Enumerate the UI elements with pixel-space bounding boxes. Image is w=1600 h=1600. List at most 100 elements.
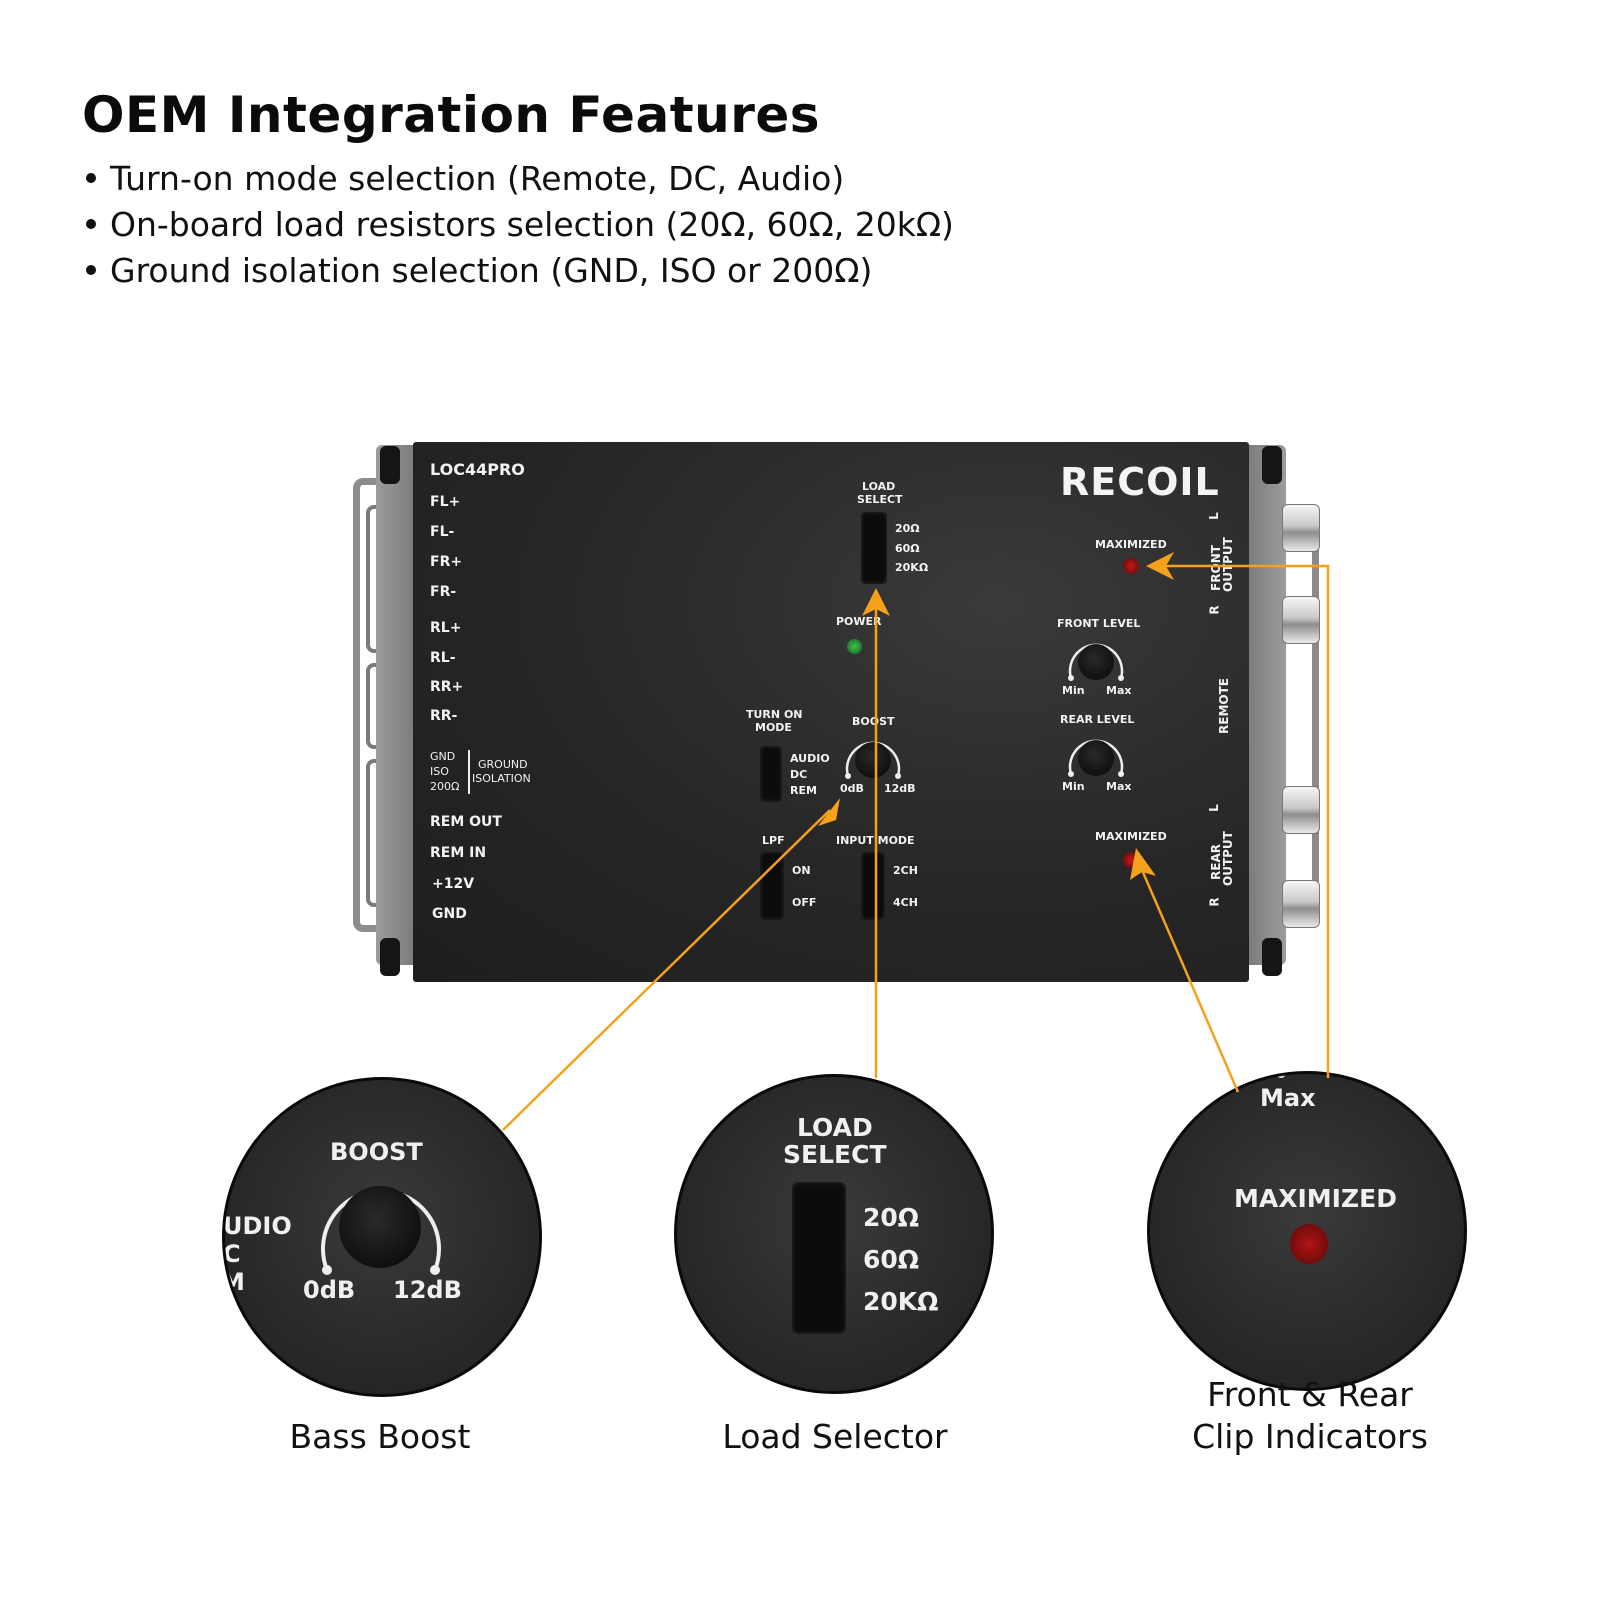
rear-clip-label: MAXIMIZED <box>1095 830 1167 843</box>
rear-level-knob[interactable] <box>1078 740 1114 776</box>
lpf-option: ON <box>792 864 811 877</box>
arrow-head-icon <box>1146 552 1174 580</box>
load-option: 20Ω <box>895 522 920 535</box>
arrow-head-icon <box>818 798 840 826</box>
terminal-label: RL- <box>430 650 456 666</box>
rear-level-max: Max <box>1106 780 1132 793</box>
rear-level-min: Min <box>1062 780 1085 793</box>
terminal-label: RL+ <box>430 620 462 636</box>
callout-maximized-label: MAXIMIZED <box>1234 1184 1397 1213</box>
turn-on-option: AUDIO <box>790 752 830 765</box>
arrow-head-icon <box>862 588 890 616</box>
ground-option: ISO <box>430 765 449 778</box>
bass-boost-callout: BOOST UDIO C M 0dB 12dB <box>222 1077 542 1397</box>
callout-load-option: 20Ω <box>863 1203 920 1232</box>
callout-max-label: Max <box>1260 1084 1316 1112</box>
callout-load-option: 60Ω <box>863 1245 920 1274</box>
power-terminal-label: REM IN <box>430 845 487 861</box>
power-terminal-label: REM OUT <box>430 814 502 830</box>
load-select-switch[interactable] <box>861 512 887 584</box>
connector-boost <box>502 809 831 1131</box>
callout-load-title: LOAD <box>797 1113 873 1142</box>
partial-label: M <box>222 1268 245 1296</box>
front-panel <box>413 442 1249 982</box>
rca-jack-rear-l[interactable] <box>1282 786 1320 834</box>
terminal-label: FL+ <box>430 494 461 510</box>
left-endcap <box>376 445 416 965</box>
partial-label: UDIO <box>223 1212 292 1240</box>
bullet-icon <box>86 172 96 183</box>
partial-label: C <box>223 1240 241 1268</box>
screw-icon <box>380 938 400 976</box>
boost-label: BOOST <box>852 715 895 728</box>
page-title: OEM Integration Features <box>82 86 821 144</box>
feature-item: On-board load resistors selection (20Ω, … <box>86 202 954 248</box>
screw-icon <box>380 446 400 484</box>
right-endcap <box>1246 445 1286 965</box>
front-level-knob[interactable] <box>1078 644 1114 680</box>
feature-list: Turn-on mode selection (Remote, DC, Audi… <box>86 156 954 294</box>
power-terminal-label: +12V <box>432 876 475 892</box>
terminal-label: FL- <box>430 524 455 540</box>
feature-item: Turn-on mode selection (Remote, DC, Audi… <box>86 156 954 202</box>
input-mode-switch[interactable] <box>861 852 885 920</box>
front-clip-label: MAXIMIZED <box>1095 538 1167 551</box>
load-select-label: LOAD <box>862 480 896 493</box>
input-mode-option: 2CH <box>893 864 918 877</box>
brand-logo: RECOIL <box>1060 460 1220 504</box>
turn-on-mode-switch[interactable] <box>760 746 782 802</box>
callout-load-option: 20KΩ <box>863 1287 939 1316</box>
ground-option: 200Ω <box>430 780 460 793</box>
rca-jack-rear-r[interactable] <box>1282 880 1320 928</box>
caption-bass-boost: Bass Boost <box>289 1417 471 1456</box>
arrow-head-icon <box>1130 848 1156 880</box>
front-level-max: Max <box>1106 684 1132 697</box>
rear-level-label: REAR LEVEL <box>1060 713 1135 726</box>
lpf-switch[interactable] <box>760 852 784 920</box>
rca-jack-front-r[interactable] <box>1282 596 1320 644</box>
ground-isolation-label: ISOLATION <box>472 772 531 785</box>
load-option: 60Ω <box>895 542 920 555</box>
terminal-label: FR- <box>430 584 457 600</box>
terminal-label: RR+ <box>430 679 464 695</box>
load-option: 20KΩ <box>895 561 929 574</box>
boost-max-label: 12dB <box>884 782 916 795</box>
clip-indicator-callout: Max MAXIMIZED <box>1147 1071 1467 1391</box>
callout-boost-min: 0dB <box>303 1276 356 1304</box>
power-label: POWER <box>836 615 882 628</box>
power-led-icon <box>847 639 862 654</box>
screw-icon <box>1262 446 1282 484</box>
ground-option: GND <box>430 750 456 763</box>
front-clip-led-icon <box>1123 558 1139 574</box>
boost-knob-zoomed <box>339 1186 421 1268</box>
turn-on-mode-label: TURN ON <box>746 708 803 721</box>
model-label: LOC44PRO <box>430 460 525 479</box>
front-level-min: Min <box>1062 684 1085 697</box>
connector-front-clip <box>1160 564 1330 1078</box>
boost-min-label: 0dB <box>840 782 864 795</box>
screw-icon <box>1262 938 1282 976</box>
boost-knob[interactable] <box>855 742 891 778</box>
connector-rear-clip <box>1140 869 1240 1093</box>
terminal-label: RR- <box>430 708 458 724</box>
input-mode-option: 4CH <box>893 896 918 909</box>
terminal-label: FR+ <box>430 554 463 570</box>
lpf-label: LPF <box>762 834 785 847</box>
ground-isolation-label: GROUND <box>478 758 528 771</box>
feature-item: Ground isolation selection (GND, ISO or … <box>86 248 954 294</box>
bullet-icon <box>86 264 96 275</box>
clip-led-icon <box>1290 1224 1328 1264</box>
callout-boost-max: 12dB <box>393 1276 462 1304</box>
bullet-icon <box>86 218 96 229</box>
turn-on-option: REM <box>790 784 817 797</box>
scale-dot <box>1276 1074 1286 1078</box>
power-terminal-label: GND <box>432 906 467 922</box>
turn-on-mode-label: MODE <box>755 721 792 734</box>
load-select-label: SELECT <box>857 493 903 506</box>
divider <box>468 750 470 794</box>
callout-load-title: SELECT <box>783 1140 887 1169</box>
load-selector-callout: LOAD SELECT 20Ω 60Ω 20KΩ <box>674 1074 994 1394</box>
rca-jack-front-l[interactable] <box>1282 504 1320 552</box>
